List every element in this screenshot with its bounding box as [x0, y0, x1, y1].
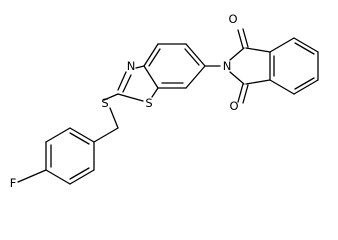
- bond-c-f: [17, 169, 47, 183]
- bond-thiazole-n-c2-b: [122, 74, 132, 93]
- atom-sulfur-thioether: S: [101, 96, 108, 110]
- benzothiazole-group: [117, 43, 206, 102]
- bond-c2-s: [103, 93, 119, 101]
- bond-benzo-2-inner: [294, 42, 315, 55]
- phthalimide-group: [229, 28, 319, 104]
- atom-sulfur-thiazole: S: [145, 96, 152, 110]
- bond-benzo-1: [269, 37, 295, 53]
- bond-fp-2-inner: [69, 167, 90, 180]
- bond-fp-3: [45, 169, 71, 185]
- bond-carbonyl-bottom-b: [242, 84, 249, 104]
- bond-carbonyl-bottom-a: [237, 83, 244, 103]
- bond-thiazole-c-n: [135, 65, 145, 69]
- atom-nitrogen-imide: N: [223, 59, 232, 73]
- bond-bt-3-inner: [148, 48, 161, 67]
- bond-fp-6: [69, 127, 95, 143]
- bond-bt-1-inner: [184, 48, 200, 66]
- bond-bt-6: [185, 65, 206, 89]
- atom-nitrogen-thiazole: N: [127, 59, 136, 73]
- bond-ch2-aryl: [93, 127, 119, 143]
- bond-c-top-ring: [245, 47, 271, 53]
- atom-oxygen-bottom: O: [229, 99, 238, 113]
- bond-s-ch2: [109, 107, 119, 129]
- bond-n-c-bottom: [229, 71, 245, 85]
- bond-fp-6-inner: [69, 132, 90, 145]
- atom-fluorine: F: [10, 176, 17, 190]
- bond-bt-4: [143, 65, 159, 89]
- bond-thiazole-s-c: [151, 87, 159, 98]
- bond-thiazole-c2-s: [117, 93, 144, 102]
- bond-benzo-4: [293, 79, 319, 95]
- bond-benzo-5: [269, 79, 295, 95]
- bond-thiazole-n-c2-a: [117, 71, 127, 91]
- bond-bt-3: [143, 43, 159, 67]
- bond-carbonyl-top-a: [237, 29, 244, 49]
- bond-benzo-4-inner: [294, 77, 315, 90]
- bond-benzo-2: [293, 37, 319, 53]
- atom-oxygen-top: O: [228, 12, 237, 26]
- fluorophenyl-group: [17, 127, 95, 185]
- molecule-diagram: O O N N S S F: [10, 12, 319, 190]
- bond-carbonyl-top-b: [242, 28, 249, 48]
- bond-n-c-top: [229, 47, 245, 61]
- bond-fp-2: [69, 169, 95, 185]
- bond-fp-5: [45, 127, 71, 143]
- structure-canvas: O O N N S S F: [10, 12, 319, 190]
- bond-bt-1: [185, 43, 206, 67]
- bond-c-bottom-ring: [245, 79, 271, 85]
